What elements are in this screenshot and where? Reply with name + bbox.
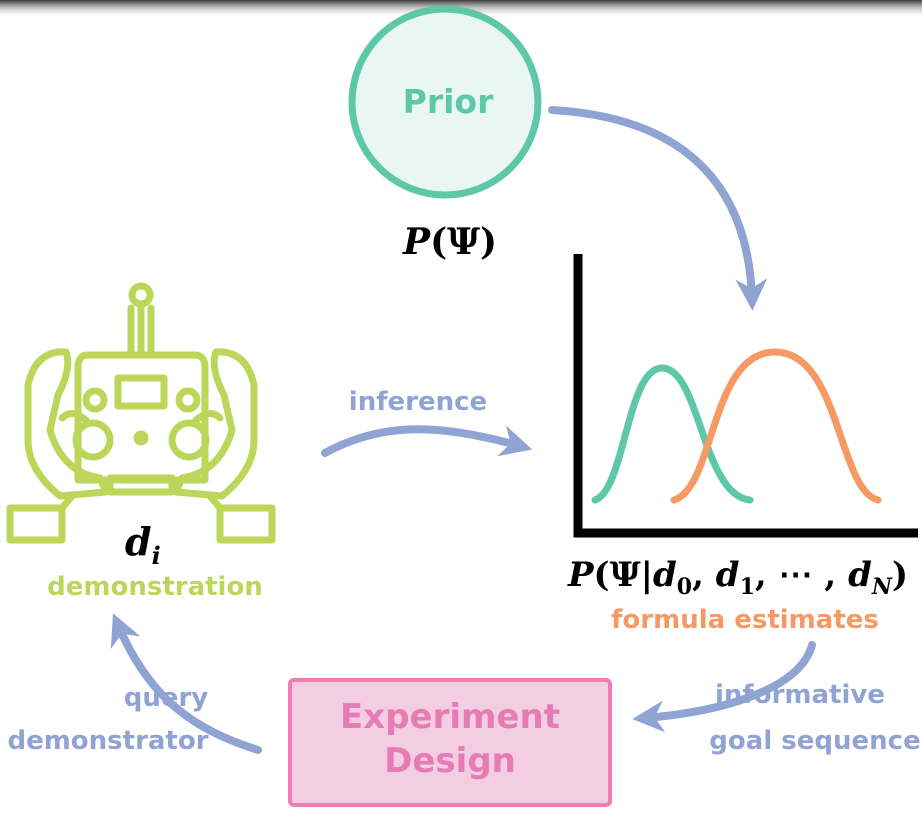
query-arrow — [110, 613, 262, 754]
experiment-design-line2: Design — [384, 741, 516, 781]
query-label-line1: query — [124, 683, 209, 713]
plot-axes — [573, 254, 918, 538]
remote-controller-icon — [6, 282, 276, 544]
informative-arrow — [632, 641, 816, 733]
inference-label: inference — [349, 387, 487, 417]
teal-distribution-curve — [591, 364, 754, 504]
prior-formula: P(Ψ) — [402, 221, 497, 263]
prior-label: Prior — [403, 82, 494, 121]
posterior-caption: formula estimates — [611, 605, 879, 635]
experiment-design-line1: Experiment — [340, 697, 560, 737]
experiment-design-box — [288, 678, 612, 807]
demonstration-caption: demonstration — [47, 572, 263, 602]
prior-to-posterior-arrow — [548, 106, 768, 311]
prior-circle — [348, 5, 542, 199]
posterior-formula: P(Ψ|d0, d1, ⋯ , dN) — [567, 555, 908, 600]
demonstration-symbol: di — [125, 519, 161, 570]
informative-label-line2: goal sequence — [709, 726, 920, 756]
informative-label-line1: informative — [715, 680, 885, 710]
inference-arrow — [321, 425, 533, 457]
orange-distribution-curve — [670, 348, 882, 504]
query-label-line2: demonstrator — [7, 726, 208, 756]
